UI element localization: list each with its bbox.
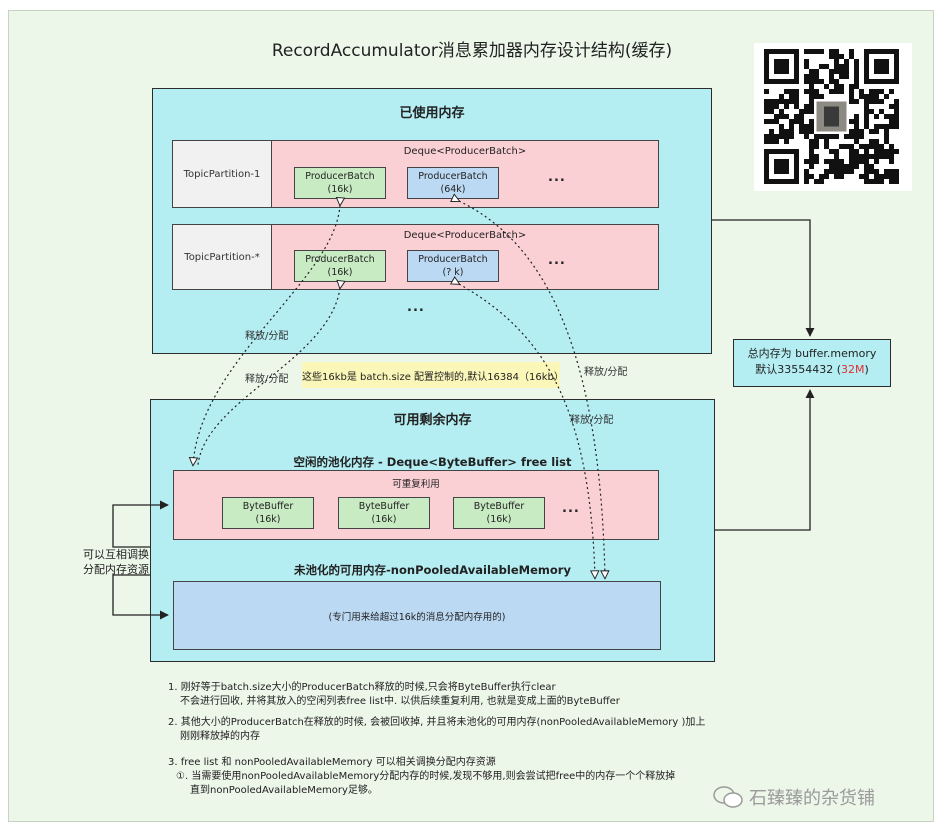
byte-buffer-1: ByteBuffer (16k) (222, 497, 314, 529)
batch-name: ProducerBatch (418, 254, 488, 265)
total-memory-default: 默认33554432 ( (755, 363, 841, 376)
exchange-line1: 可以互相调换 (83, 548, 149, 561)
producer-batch-64k-1: ProducerBatch (64k) (407, 167, 499, 199)
free-list-ellipsis: ... (562, 501, 580, 516)
exchange-label: 可以互相调换 分配内存资源 (78, 547, 154, 577)
diagram-title: RecordAccumulator消息累加器内存设计结构(缓存) (271, 41, 673, 61)
notes-section: 1. 刚好等于batch.size大小的ProducerBatch释放的时候,只… (168, 681, 888, 798)
batch-name: ProducerBatch (305, 171, 375, 182)
note-3-line2: ①. 当需要使用nonPooledAvailableMemory分配内存的时候,… (176, 771, 676, 782)
batch-size: (64k) (440, 184, 466, 195)
used-memory-title: 已使用内存 (399, 106, 465, 121)
used-memory-panel: 已使用内存 (152, 88, 712, 354)
buffer-name: ByteBuffer (242, 501, 294, 512)
deque-ellipsis-2: ... (548, 253, 566, 268)
exchange-line2: 分配内存资源 (83, 563, 149, 576)
deque-label-2: Deque<ProducerBatch> (403, 230, 527, 241)
batch-name: ProducerBatch (418, 171, 488, 182)
deque-ellipsis-1: ... (548, 170, 566, 185)
release-alloc-label-2: 释放/分配 (245, 374, 289, 385)
wechat-icon (713, 786, 743, 808)
release-alloc-label-3: 释放/分配 (584, 367, 628, 378)
producer-batch-16k-1: ProducerBatch (16k) (294, 167, 386, 199)
batch-name: ProducerBatch (305, 254, 375, 265)
note-2-line1: 2. 其他大小的ProducerBatch在释放的时候, 会被回收掉, 并且将未… (168, 717, 706, 728)
non-pooled-title: 未池化的可用内存-nonPooledAvailableMemory (294, 563, 571, 577)
non-pooled-desc: (专门用来给超过16k的消息分配内存用的) (328, 611, 506, 623)
byte-buffer-2: ByteBuffer (16k) (338, 497, 430, 529)
watermark: 石臻臻的杂货铺 (713, 784, 875, 810)
available-memory-title: 可用剩余内存 (393, 413, 472, 428)
release-alloc-label-1: 释放/分配 (245, 331, 289, 342)
note-2-line2: 刚刚释放掉的内存 (180, 731, 260, 742)
note-1-line1: 1. 刚好等于batch.size大小的ProducerBatch释放的时候,只… (168, 682, 556, 693)
buffer-size: (16k) (255, 514, 281, 525)
buffer-size: (16k) (486, 514, 512, 525)
batch-size: (16k) (327, 184, 353, 195)
buffer-size: (16k) (371, 514, 397, 525)
batch-size-note: 这些16kb是 batch.size 配置控制的,默认16384（16kb） (302, 362, 564, 388)
topic-partition-1: TopicPartition-1 (172, 140, 272, 208)
producer-batch-16k-2: ProducerBatch (16k) (294, 250, 386, 282)
total-memory-suffix: ) (864, 363, 869, 376)
partition-more-ellipsis: ... (407, 300, 425, 315)
batch-size: (16k) (327, 267, 353, 278)
note-3-line3: 直到nonPooledAvailableMemory足够。 (190, 785, 378, 796)
total-memory-line2: 默认33554432 (32M) (734, 362, 890, 378)
note-3-line1: 3. free list 和 nonPooledAvailableMemory … (168, 757, 496, 768)
total-memory-highlight: 32M (840, 363, 865, 376)
deque-label-1: Deque<ProducerBatch> (403, 146, 527, 157)
release-alloc-label-4: 释放/分配 (570, 415, 614, 426)
total-memory-box: 总内存为 buffer.memory 默认33554432 (32M) (733, 339, 891, 387)
batch-size: (? k) (442, 267, 464, 278)
buffer-name: ByteBuffer (358, 501, 410, 512)
total-memory-line1: 总内存为 buffer.memory (747, 347, 877, 360)
topic-partition-star: TopicPartition-* (172, 224, 272, 290)
watermark-text: 石臻臻的杂货铺 (749, 788, 875, 809)
free-list-label: 可重复利用 (392, 479, 440, 490)
non-pooled-memory-box: (专门用来给超过16k的消息分配内存用的) (173, 581, 661, 650)
producer-batch-unknown-2: ProducerBatch (? k) (407, 250, 499, 282)
buffer-name: ByteBuffer (473, 501, 525, 512)
qr-code-image (754, 43, 912, 191)
byte-buffer-3: ByteBuffer (16k) (453, 497, 545, 529)
note-1-line2: 不会进行回收, 并将其放入的空闲列表free list中. 以供后续重复利用, … (180, 696, 620, 707)
free-list-title: 空闲的池化内存 - Deque<ByteBuffer> free list (293, 455, 572, 469)
